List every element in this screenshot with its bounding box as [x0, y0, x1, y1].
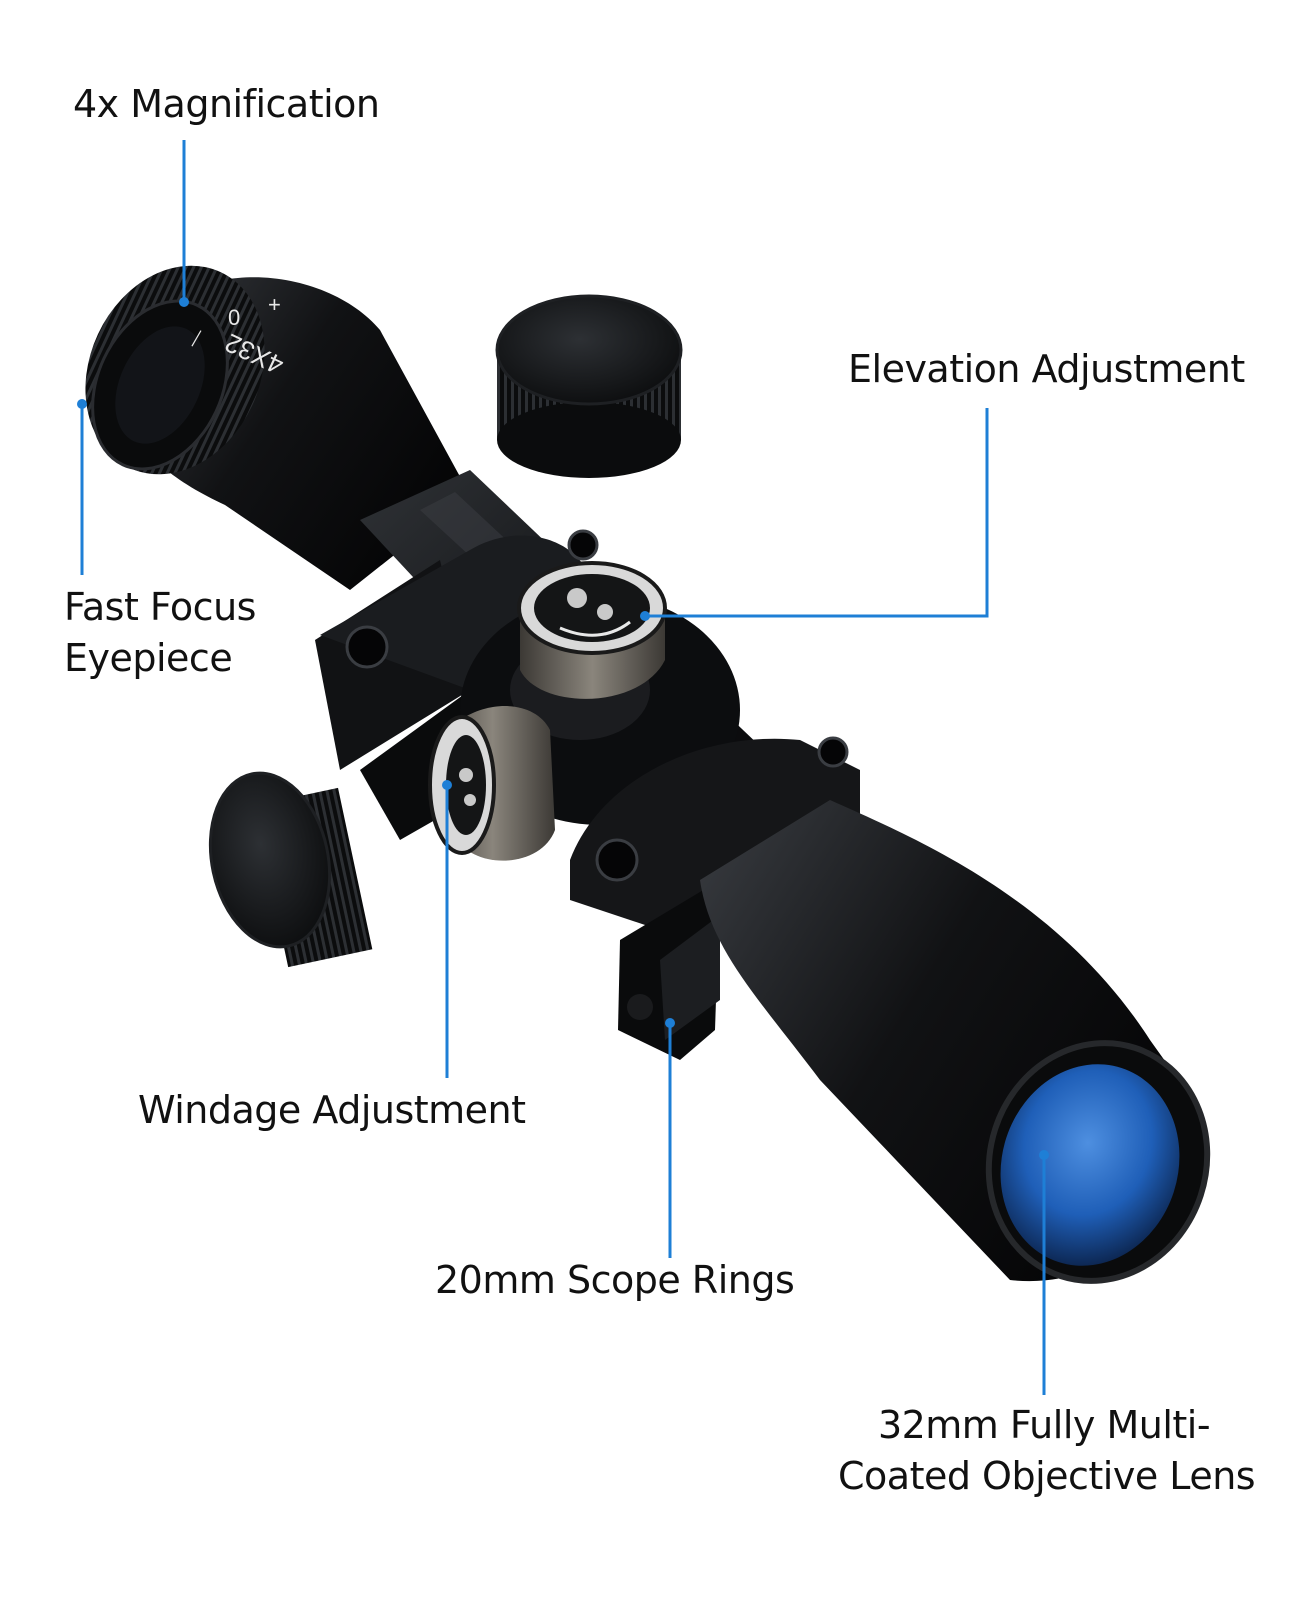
leader-magnification-dot — [179, 297, 189, 307]
label-elevation-line-1: Elevation Adjustment — [848, 347, 1245, 391]
windage-turret-cap — [208, 771, 373, 968]
label-windage: Windage Adjustment — [138, 1085, 526, 1136]
label-rings: 20mm Scope Rings — [435, 1255, 795, 1306]
diopter-plus-marking: + — [268, 292, 281, 317]
leader-windage-dot — [442, 780, 452, 790]
leader-elevation-dot — [640, 611, 650, 621]
label-rings-line-1: 20mm Scope Rings — [435, 1258, 795, 1302]
elevation-turret[interactable] — [517, 561, 667, 699]
label-objective-line-2: Coated Objective Lens — [838, 1454, 1256, 1498]
callout-leaders — [77, 140, 1049, 1395]
label-objective: 32mm Fully Multi- Coated Objective Lens — [838, 1400, 1256, 1502]
ring-screw-icon — [817, 736, 849, 768]
label-magnification: 4x Magnification — [73, 79, 380, 130]
ring-screw-icon — [595, 838, 639, 882]
eyepiece-glass — [115, 326, 205, 444]
label-objective-line-1: 32mm Fully Multi- — [877, 1403, 1211, 1447]
leader-objective-dot — [1039, 1150, 1049, 1160]
front-scope-ring — [570, 736, 860, 1060]
label-elevation: Elevation Adjustment — [848, 344, 1245, 395]
leader-elevation-line — [645, 408, 989, 618]
leader-rings-dot — [665, 1018, 675, 1028]
ring-screw-icon — [345, 625, 389, 669]
turret-screw-icon — [597, 604, 613, 620]
turret-screw-icon — [567, 588, 587, 608]
label-magnification-line-1: 4x Magnification — [73, 82, 380, 126]
label-eyepiece-line-2: Eyepiece — [64, 636, 233, 680]
ring-screw-icon — [567, 529, 599, 561]
up-arrow-icon — [559, 620, 631, 637]
windage-turret[interactable] — [428, 706, 555, 861]
turret-screw-icon — [464, 794, 476, 806]
turret-screw-icon — [459, 768, 473, 782]
label-eyepiece-line-1: Fast Focus — [64, 585, 256, 629]
label-eyepiece: Fast Focus Eyepiece — [64, 582, 256, 684]
leader-eyepiece-dot — [77, 399, 87, 409]
label-windage-line-1: Windage Adjustment — [138, 1088, 526, 1132]
elevation-turret-cap — [495, 294, 683, 478]
diopter-zero-marking: 0 — [228, 305, 240, 330]
